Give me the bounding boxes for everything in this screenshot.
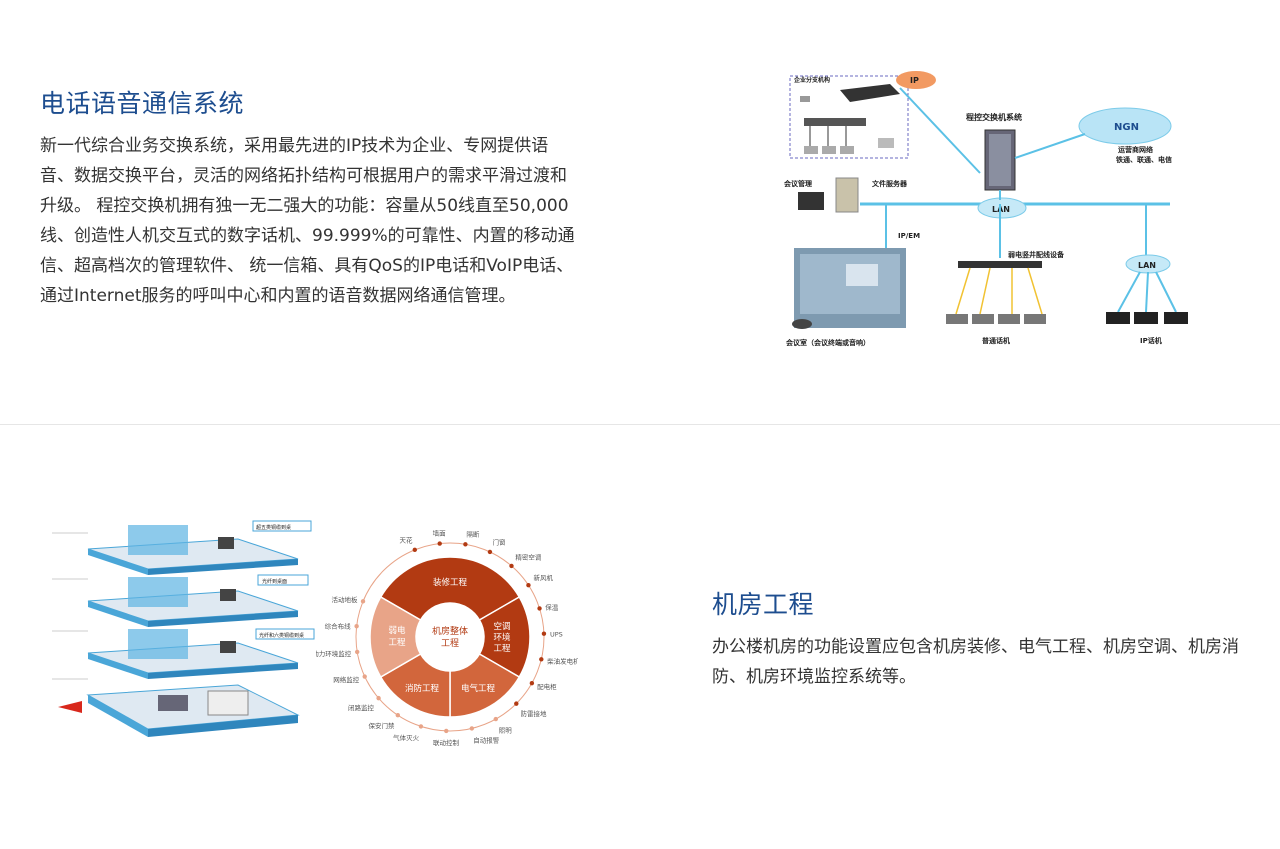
ipem-label: IP/EM bbox=[898, 232, 920, 240]
weak-current-label: 弱电竖井配线设备 bbox=[1008, 250, 1065, 259]
segment-electrical-label: 电气工程 bbox=[461, 683, 496, 694]
carrier-label: 运营商网络 bbox=[1118, 145, 1153, 154]
outer-dot bbox=[509, 563, 514, 569]
section-title: 电话语音通信系统 bbox=[40, 89, 245, 118]
outer-dot bbox=[463, 542, 468, 547]
segment-fire-label: 消防工程 bbox=[405, 683, 440, 694]
outer-dot bbox=[537, 606, 542, 611]
carrier-sub-label: 铁通、联通、电信 bbox=[1116, 155, 1172, 164]
outer-label: 活动地板 bbox=[331, 595, 358, 604]
outer-dot bbox=[362, 674, 367, 679]
outer-dot bbox=[360, 599, 366, 604]
section-description: 新一代综合业务交换系统，采用最先进的IP技术为企业、专网提供语音、数据交换平台，… bbox=[40, 136, 575, 306]
meeting-mgmt-label: 会议管理 bbox=[784, 179, 812, 188]
outer-dot bbox=[539, 657, 544, 662]
section-description: 办公楼机房的功能设置应包含机房装修、电气工程、机房空调、机房消防、机房环境监控系… bbox=[712, 637, 1239, 687]
meeting-room-label: 会议室（会议终端或音响） bbox=[786, 338, 870, 347]
outer-dot bbox=[412, 547, 417, 553]
outer-dot bbox=[514, 701, 519, 706]
segment-hvac-label: 空调 bbox=[493, 621, 510, 632]
outer-label: 闭路监控 bbox=[348, 703, 375, 712]
segment-decoration-label: 装修工程 bbox=[433, 577, 468, 588]
outer-label: 配电柜 bbox=[537, 682, 557, 691]
outer-label: 气体灭火 bbox=[393, 733, 420, 742]
outer-dot bbox=[541, 631, 547, 636]
outer-label: 柴油发电机 bbox=[547, 657, 578, 666]
outer-label: 联动控制 bbox=[433, 738, 460, 747]
outer-dot bbox=[354, 624, 359, 629]
outer-dot bbox=[376, 695, 381, 701]
outer-label: 防雷接地 bbox=[521, 709, 548, 718]
floor3-label: 光纤和六类铜缆到桌 bbox=[259, 632, 304, 639]
outer-label: 保温 bbox=[545, 603, 559, 612]
outer-dot bbox=[493, 716, 498, 722]
file-server-label: 文件服务器 bbox=[872, 179, 908, 188]
section-divider bbox=[0, 424, 1280, 425]
segment-weak-current bbox=[369, 595, 422, 679]
outer-dot bbox=[526, 583, 531, 588]
ip-label: IP bbox=[910, 76, 919, 85]
segment-weak-current-label: 工程 bbox=[388, 638, 406, 648]
outer-label: 保安门禁 bbox=[368, 721, 395, 730]
wheel-center-label: 工程 bbox=[441, 638, 459, 649]
outer-dot bbox=[529, 680, 535, 686]
floor2-label: 光纤到桌面 bbox=[262, 578, 287, 585]
lan2-label: LAN bbox=[1138, 261, 1156, 270]
outer-label: 墙面 bbox=[433, 529, 447, 538]
floor1-label: 超五类铜缆到桌 bbox=[256, 524, 291, 531]
outer-dot bbox=[444, 728, 449, 734]
outer-dot bbox=[418, 724, 424, 729]
segment-hvac-label: 环境 bbox=[493, 632, 511, 643]
section-title: 机房工程 bbox=[712, 590, 815, 619]
outer-label: 天花 bbox=[400, 535, 414, 544]
ngn-label: NGN bbox=[1114, 122, 1139, 133]
network-topology-diagram: 企业分支机构 IP 程控交换机系统 NGN 运营商网络 铁通、联通、电信 LAN… bbox=[784, 71, 1188, 347]
machine-room-section: 超五类铜缆到桌 光纤到桌面 光纤和六类铜缆到桌 机房整体工程装修工程空调环境工程… bbox=[0, 425, 1280, 849]
segment-hvac-label: 工程 bbox=[493, 644, 511, 654]
ip-phone-label: IP话机 bbox=[1140, 336, 1162, 345]
phone-voice-section: 电话语音通信系统 新一代综合业务交换系统，采用最先进的IP技术为企业、专网提供语… bbox=[0, 0, 1280, 424]
outer-dot bbox=[487, 549, 493, 555]
outer-label: 门窗 bbox=[492, 537, 505, 546]
pbx-label: 程控交换机系统 bbox=[966, 112, 1022, 122]
building-cabling-diagram: 超五类铜缆到桌 光纤到桌面 光纤和六类铜缆到桌 bbox=[52, 520, 315, 737]
outer-dot bbox=[354, 649, 360, 655]
segment-weak-current-label: 弱电 bbox=[388, 625, 406, 636]
outer-label: 新风机 bbox=[533, 573, 553, 582]
machine-room-wheel-diagram: 机房整体工程装修工程空调环境工程弱电工程消防工程电气工程天花墙面隔断门窗精密空调… bbox=[316, 529, 578, 747]
enterprise-label: 企业分支机构 bbox=[793, 76, 830, 84]
outer-dot bbox=[437, 541, 442, 546]
outer-label: 动力环境监控 bbox=[316, 649, 352, 658]
outer-label: UPS bbox=[550, 631, 563, 639]
outer-label: 照明 bbox=[499, 726, 512, 734]
wheel-center-label: 机房整体 bbox=[432, 625, 468, 637]
outer-label: 隔断 bbox=[466, 529, 480, 538]
outer-dot bbox=[469, 726, 475, 731]
outer-ring bbox=[355, 542, 545, 732]
segment-decoration bbox=[379, 556, 521, 622]
outer-label: 综合布线 bbox=[325, 622, 352, 631]
outer-label: 精密空调 bbox=[515, 552, 541, 561]
outer-dot bbox=[395, 712, 401, 718]
outer-label: 网络监控 bbox=[333, 675, 360, 684]
phone-label: 普通话机 bbox=[982, 336, 1010, 345]
outer-label: 自动报警 bbox=[473, 735, 500, 744]
